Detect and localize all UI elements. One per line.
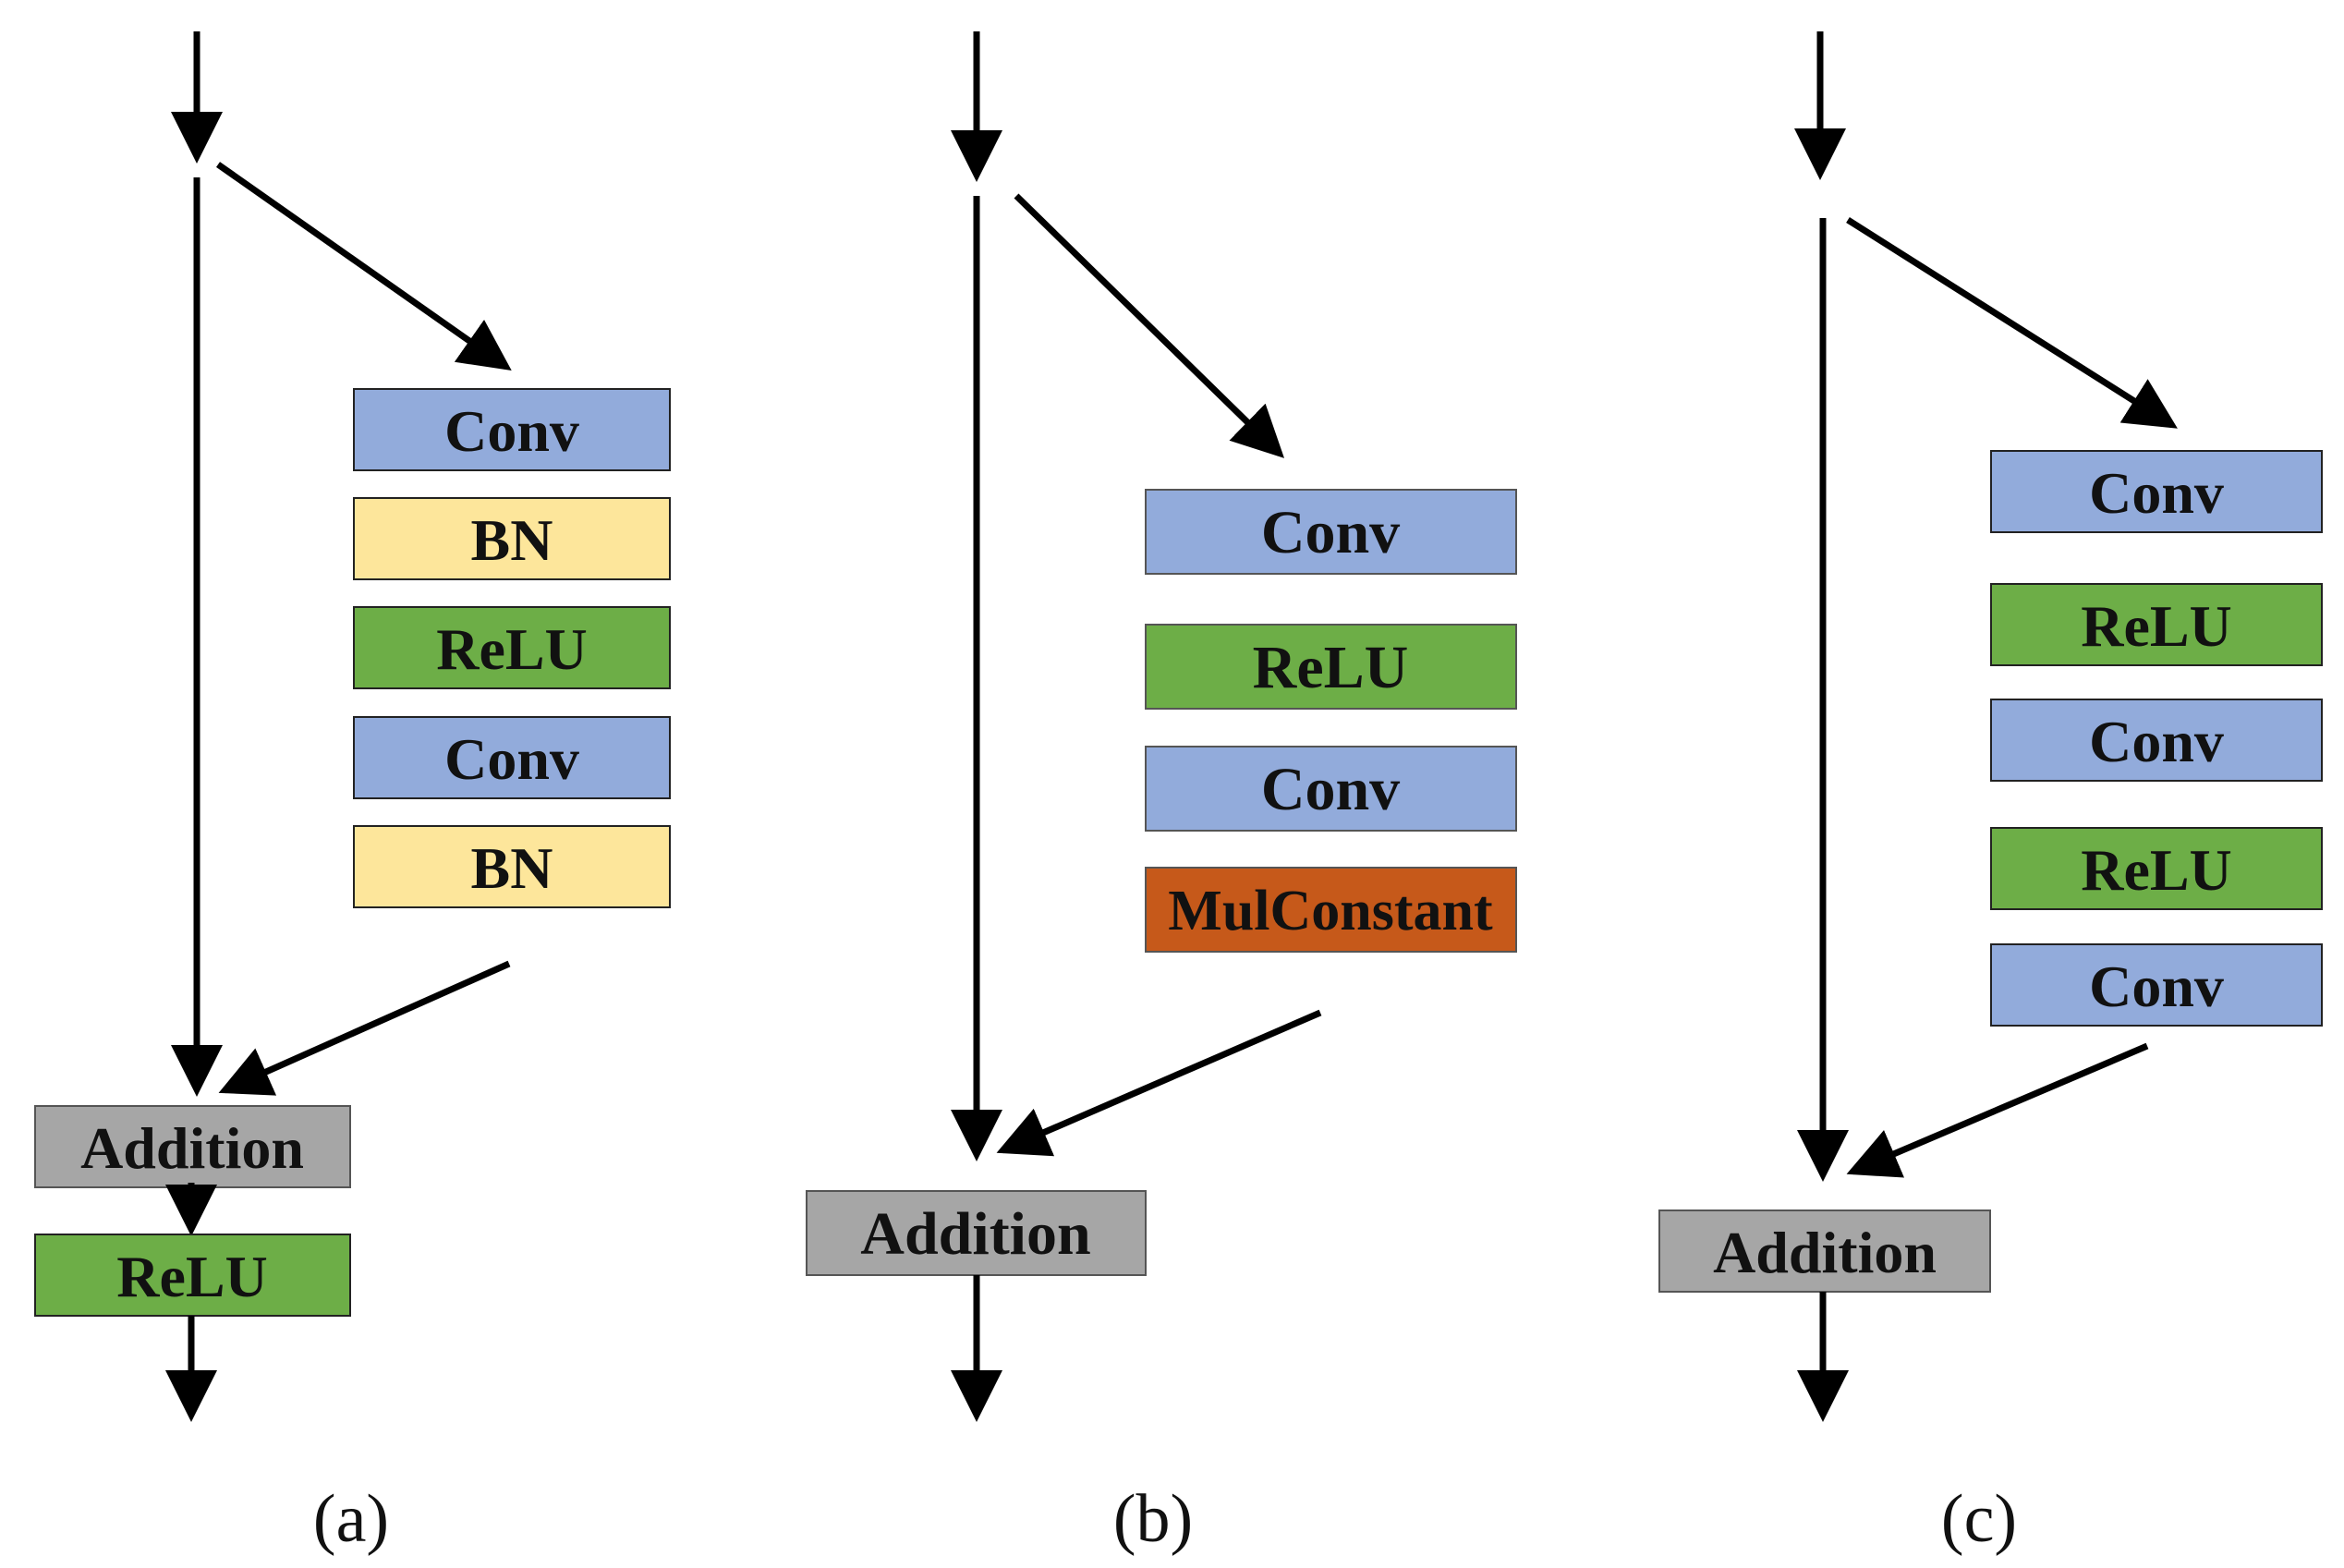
addition-b: Addition xyxy=(806,1190,1147,1276)
addition-label: Addition xyxy=(1713,1220,1937,1285)
block-label: Conv xyxy=(1261,499,1400,566)
block-label: Conv xyxy=(2089,709,2224,774)
block-relu-1: ReLU xyxy=(1145,624,1517,710)
branch-out-arrow-c xyxy=(1846,1042,2149,1178)
caption-a: (a) xyxy=(313,1481,389,1557)
branch-in-arrow-b xyxy=(1014,193,1285,458)
block-label: ReLU xyxy=(2081,837,2232,903)
branch-in-arrow-a xyxy=(215,162,512,371)
block-label: BN xyxy=(471,507,553,573)
block-label: Conv xyxy=(444,726,579,792)
post-relu-label: ReLU xyxy=(116,1244,268,1309)
block-conv-2: Conv xyxy=(1145,746,1517,832)
block-label: ReLU xyxy=(1253,634,1409,701)
panel-c: Conv ReLU Conv ReLU Conv Addition (c) xyxy=(1658,31,2323,1557)
block-conv-3: Conv xyxy=(1990,943,2323,1027)
block-relu-2: ReLU xyxy=(1990,827,2323,910)
block-label: Conv xyxy=(2089,460,2224,526)
block-label: MulConstant xyxy=(1168,880,1493,942)
addition-label: Addition xyxy=(860,1200,1090,1268)
addition-c: Addition xyxy=(1658,1209,1991,1293)
branch-out-arrow-a xyxy=(218,960,511,1096)
addition-label: Addition xyxy=(80,1115,304,1181)
caption-c: (c) xyxy=(1941,1481,2017,1557)
block-label: BN xyxy=(471,835,553,901)
post-relu-a: ReLU xyxy=(34,1234,351,1317)
block-conv-1: Conv xyxy=(1990,450,2323,533)
block-conv-2: Conv xyxy=(353,716,671,799)
caption-b: (b) xyxy=(1113,1481,1193,1557)
branch-out-arrow-b xyxy=(996,1009,1322,1157)
block-label: Conv xyxy=(444,398,579,464)
block-conv-1: Conv xyxy=(353,388,671,471)
block-bn-1: BN xyxy=(353,497,671,580)
block-label: Conv xyxy=(1261,756,1400,823)
block-bn-2: BN xyxy=(353,825,671,908)
panel-b: Conv ReLU Conv MulConstant Addition (b) xyxy=(806,31,1517,1557)
block-conv-2: Conv xyxy=(1990,699,2323,782)
block-mulconstant: MulConstant xyxy=(1145,867,1517,953)
branch-in-arrow-c xyxy=(1846,217,2178,429)
block-relu-1: ReLU xyxy=(1990,583,2323,666)
block-conv-1: Conv xyxy=(1145,489,1517,575)
block-label: Conv xyxy=(2089,954,2224,1019)
panel-a: Conv BN ReLU Conv BN Addition ReLU xyxy=(34,31,671,1557)
block-relu-1: ReLU xyxy=(353,606,671,689)
block-label: ReLU xyxy=(2081,593,2232,659)
addition-a: Addition xyxy=(34,1105,351,1188)
block-label: ReLU xyxy=(436,616,588,682)
